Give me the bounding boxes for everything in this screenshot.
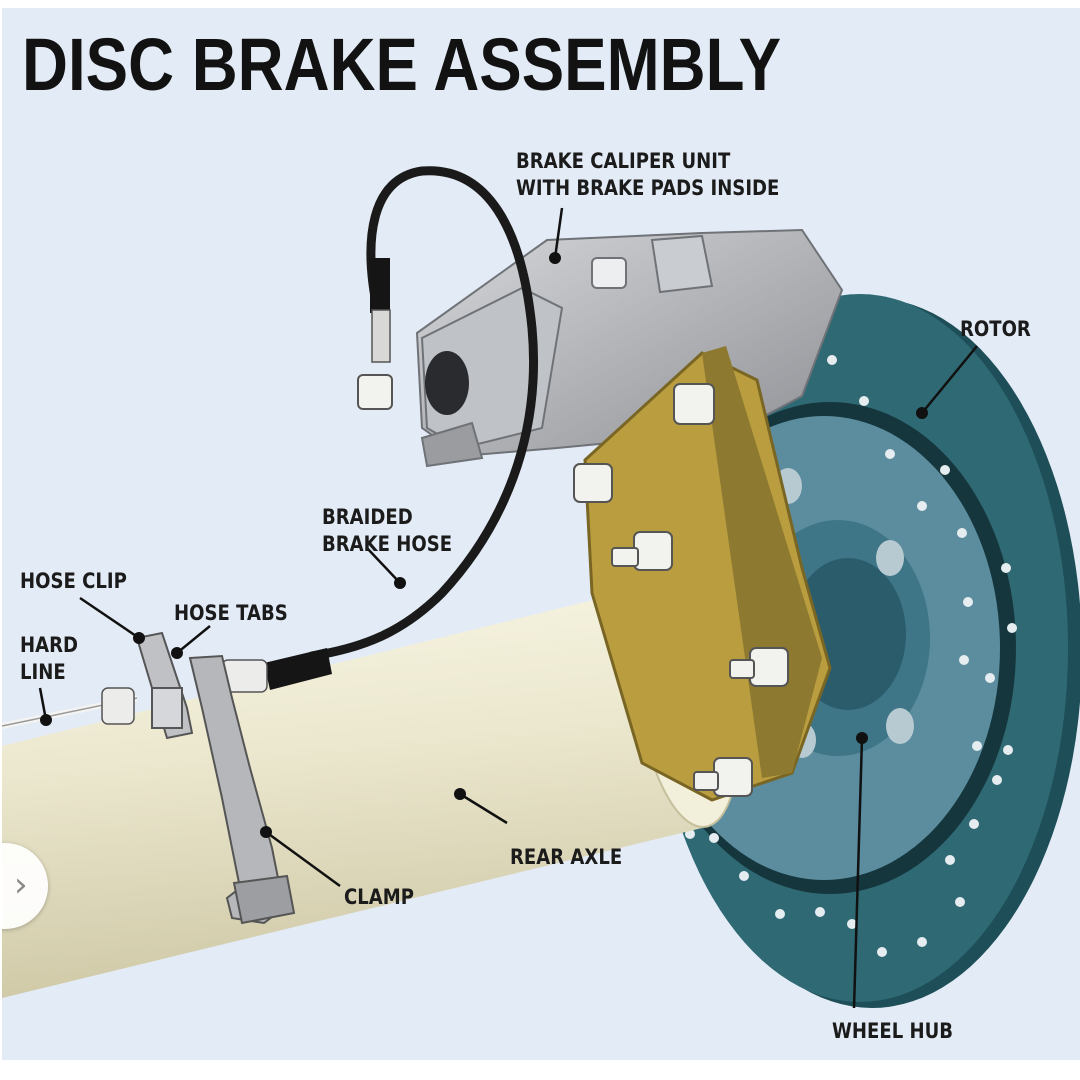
callout-dots bbox=[40, 252, 928, 838]
label-clamp: CLAMP bbox=[344, 885, 414, 909]
label-line: LINE bbox=[20, 660, 66, 684]
bracket-bolts bbox=[357, 374, 789, 797]
diagram-panel: DISC BRAKE ASSEMBLY BRAKE CALIPER UNIT W… bbox=[2, 8, 1080, 1060]
label-line: WITH BRAKE PADS INSIDE bbox=[516, 176, 780, 200]
caliper-bracket bbox=[583, 346, 832, 802]
label-line: HARD bbox=[20, 633, 78, 657]
label-line: BRAKE CALIPER UNIT bbox=[516, 149, 731, 173]
label-rotor: ROTOR bbox=[960, 317, 1031, 341]
clamp-assembly bbox=[135, 631, 296, 925]
label-hard-line: HARD LINE bbox=[20, 632, 78, 686]
label-brake-caliper: BRAKE CALIPER UNIT WITH BRAKE PADS INSID… bbox=[516, 148, 779, 202]
next-image-button[interactable]: › bbox=[2, 843, 48, 929]
label-line: BRAKE HOSE bbox=[322, 532, 453, 556]
brake-assembly-illustration bbox=[2, 166, 1080, 1009]
chevron-right-icon: › bbox=[14, 865, 28, 905]
label-rear-axle: REAR AXLE bbox=[510, 845, 623, 869]
label-hose-clip: HOSE CLIP bbox=[20, 569, 127, 593]
label-wheel-hub: WHEEL HUB bbox=[832, 1019, 954, 1043]
label-hose-tabs: HOSE TABS bbox=[174, 601, 288, 625]
label-braided-brake-hose: BRAIDED BRAKE HOSE bbox=[322, 504, 452, 558]
hard-line bbox=[2, 687, 138, 729]
label-line: BRAIDED bbox=[322, 505, 413, 529]
braided-brake-hose bbox=[221, 166, 539, 693]
diagram-title: DISC BRAKE ASSEMBLY bbox=[22, 23, 782, 106]
callout-leader-lines bbox=[38, 207, 978, 1009]
